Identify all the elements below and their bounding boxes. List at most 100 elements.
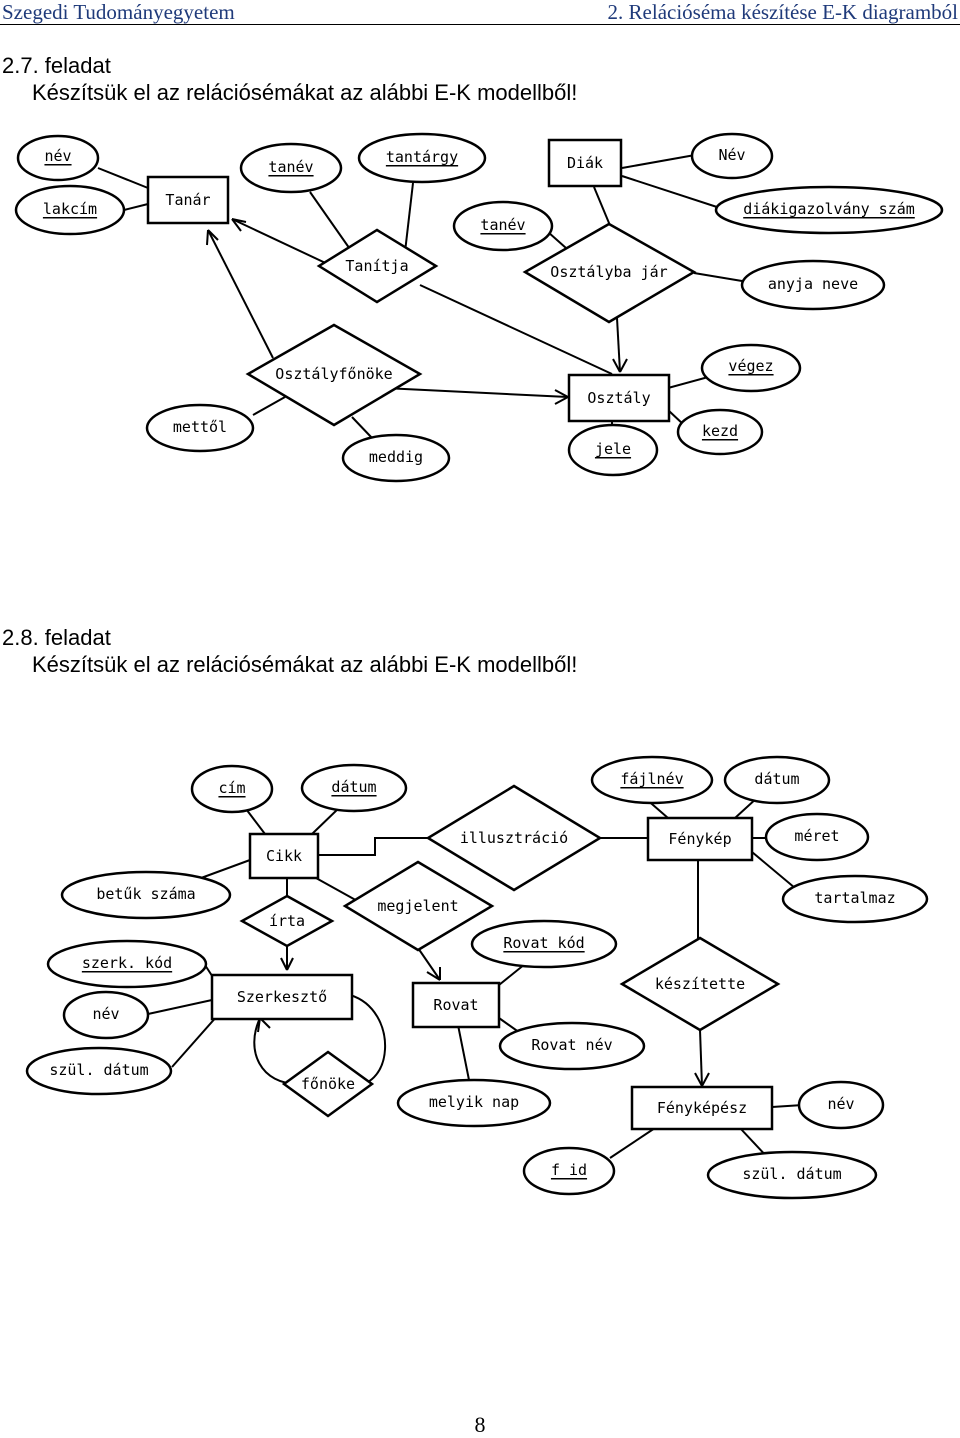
attr-tanev-1-label: tanév	[268, 158, 313, 176]
attr-Nev-label: Név	[718, 146, 745, 164]
attr-anyja-neve-label: anyja neve	[768, 275, 858, 293]
attr-lakcim	[14, 184, 126, 236]
relationship-megjelent-label: megjelent	[377, 897, 458, 915]
attr-vegez-label: végez	[728, 357, 773, 375]
attr-datum-1-label: dátum	[331, 778, 376, 796]
attr-datum-1	[300, 763, 408, 813]
attr-meret-label: méret	[794, 827, 839, 845]
attr-mettol	[145, 403, 255, 453]
attr-meddig	[341, 433, 451, 483]
attr-tartalmaz	[781, 874, 929, 924]
attr-f-id	[522, 1146, 616, 1196]
task-2-8-number: 2.8. feladat	[2, 625, 111, 650]
attr-szul-datum-2-label: szül. dátum	[742, 1165, 841, 1183]
attr-rovat-nev-label: Rovat név	[531, 1036, 612, 1054]
relationship-illusztracio	[425, 784, 603, 892]
attr-nev-2	[797, 1080, 885, 1130]
task-2-7-number: 2.7. feladat	[2, 53, 111, 78]
entity-tanar-label: Tanár	[165, 191, 210, 209]
entity-cikk-label: Cikk	[266, 847, 302, 865]
attr-melyik-nap	[396, 1078, 552, 1128]
attr-szul-datum-2	[706, 1150, 878, 1200]
relationship-osztalyba-jar-label: Osztályba jár	[550, 263, 667, 281]
relationship-keszitette-label: készítette	[655, 975, 745, 993]
entity-szerkeszto	[210, 973, 354, 1021]
attr-mettol-label: mettől	[173, 418, 227, 436]
entity-osztaly-label: Osztály	[587, 389, 650, 407]
relationship-osztalyfonoke-label: Osztályfőnöke	[275, 365, 392, 383]
relationship-fonoke	[281, 1050, 375, 1118]
attr-kezd-label: kezd	[702, 422, 738, 440]
entity-osztaly	[567, 373, 671, 423]
attr-lakcim-label: lakcím	[43, 200, 97, 218]
er-diagram-2-8: Cikk Szerkesztő Rovat Fénykép Fényképész…	[25, 755, 929, 1200]
attr-diakigazolvany-szam	[714, 185, 944, 235]
header-divider	[0, 24, 960, 25]
entity-rovat	[411, 981, 501, 1029]
attr-szerk-kod-label: szerk. kód	[82, 954, 172, 972]
relationship-megjelent	[342, 860, 495, 952]
entity-rovat-label: Rovat	[433, 996, 478, 1014]
attr-melyik-nap-label: melyik nap	[429, 1093, 519, 1111]
relationship-irta-label: írta	[269, 912, 305, 930]
attr-rovat-nev	[498, 1021, 646, 1071]
attr-nev-2-label: név	[827, 1095, 854, 1113]
entity-diak	[547, 138, 623, 188]
attr-nev-1	[62, 990, 150, 1040]
relationship-fonoke-label: főnöke	[301, 1075, 355, 1093]
relationship-osztalyba-jar	[522, 222, 697, 324]
attr-rovat-kod-label: Rovat kód	[503, 934, 584, 952]
attr-f-id-label: f id	[551, 1161, 587, 1179]
attr-datum-2	[723, 755, 831, 805]
attr-szul-datum-1-label: szül. dátum	[49, 1061, 148, 1079]
attr-nev-1-label: név	[92, 1005, 119, 1023]
attr-betuk-szama	[60, 870, 232, 920]
attr-jele-label: jele	[595, 440, 631, 458]
attr-cim-label: cím	[218, 779, 245, 797]
attr-szul-datum-1	[25, 1046, 173, 1096]
entity-cikk	[248, 832, 320, 880]
attr-fajlnev	[590, 755, 714, 805]
relationship-tanitja	[316, 228, 439, 304]
entity-tanar	[146, 175, 230, 225]
page-number: 8	[474, 1412, 486, 1437]
attr-jele	[567, 423, 659, 477]
task-2-7-instruction: Készítsük el az relációsémákat az alábbi…	[32, 80, 578, 105]
attr-tanev-1	[239, 142, 343, 194]
attr-vegez	[700, 343, 802, 393]
entity-fenykep-label: Fénykép	[668, 830, 731, 848]
attr-fajlnev-label: fájlnév	[620, 770, 683, 788]
attr-nev-label: név	[44, 147, 71, 165]
entity-fenykepesz-label: Fényképész	[657, 1099, 747, 1117]
attr-tantargy	[357, 132, 487, 184]
attr-diakigazolvany-szam-label: diákigazolvány szám	[743, 200, 915, 218]
header-chapter-title: 2. Relációséma készítése E-K diagramból	[607, 0, 958, 24]
entity-fenykepesz	[630, 1085, 774, 1131]
attr-meret	[764, 812, 870, 862]
attr-nev	[16, 134, 100, 182]
attr-betuk-szama-label: betűk száma	[96, 885, 195, 903]
attr-anyja-neve	[740, 259, 886, 311]
attr-tanev-2	[452, 200, 554, 252]
relationship-illusztracio-label: illusztráció	[460, 829, 568, 847]
task-2-7: 2.7. feladat Készítsük el az relációsémá…	[2, 52, 577, 106]
diagram-1-connectors	[97, 154, 749, 439]
header-university: Szegedi Tudományegyetem	[2, 0, 235, 24]
task-2-8: 2.8. feladat Készítsük el az relációsémá…	[2, 624, 577, 678]
attr-rovat-kod	[470, 919, 618, 969]
er-diagram-2-7: Tanár Diák Osztály Tanítja Osztályba jár…	[14, 132, 944, 483]
entity-diak-label: Diák	[567, 154, 603, 172]
attr-szerk-kod	[46, 939, 208, 989]
attr-cim	[190, 764, 274, 814]
attr-tantargy-label: tantárgy	[386, 148, 458, 166]
relationship-irta	[239, 894, 335, 948]
entity-szerkeszto-label: Szerkesztő	[237, 988, 327, 1006]
attr-Nev	[690, 132, 774, 180]
relationship-tanitja-label: Tanítja	[345, 257, 408, 275]
attr-meddig-label: meddig	[369, 448, 423, 466]
relationship-osztalyfonoke	[245, 323, 423, 427]
entity-fenykep	[646, 816, 754, 862]
attr-datum-2-label: dátum	[754, 770, 799, 788]
attr-kezd	[676, 408, 764, 456]
task-2-8-instruction: Készítsük el az relációsémákat az alábbi…	[32, 652, 578, 677]
